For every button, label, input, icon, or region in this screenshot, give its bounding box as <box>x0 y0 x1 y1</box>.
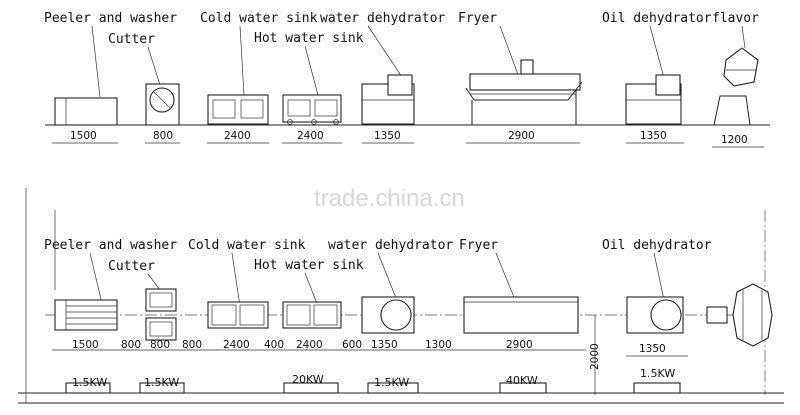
elevation-flavor-drum <box>713 47 759 126</box>
power-boxes <box>65 382 681 394</box>
elevation-hot-water-sink <box>282 94 342 125</box>
label-oil-dehydrator: Oil dehydrator <box>602 11 712 26</box>
dim-plan-gap3: 400 <box>264 339 284 351</box>
dim-plan-cold-sink: 2400 <box>223 339 250 351</box>
dim-elev-oil-dehydrator: 1350 <box>640 130 667 142</box>
label-cutter: Cutter <box>108 32 155 47</box>
plan-oil-dehydrator <box>626 296 684 334</box>
dim-plan-gap1: 800 <box>121 339 141 351</box>
dim-elev-hot-sink: 2400 <box>297 130 324 142</box>
plan-label-hot-water-sink: Hot water sink <box>254 258 364 273</box>
plan-label-fryer: Fryer <box>459 238 498 253</box>
elevation-oil-dehydrator <box>625 74 682 125</box>
power-oil-dehydrator: 1.5KW <box>640 367 675 380</box>
dim-plan-peeler: 1500 <box>72 339 99 351</box>
dim-elev-cold-sink: 2400 <box>224 130 251 142</box>
plan-peeler-washer <box>54 299 118 331</box>
elevation-cutter <box>145 83 180 126</box>
plan-label-cutter: Cutter <box>108 259 155 274</box>
dim-elev-cutter: 800 <box>153 130 173 142</box>
dim-plan-water-dehydrator: 1350 <box>371 339 398 351</box>
plan-dimensions <box>52 315 688 395</box>
label-cold-water-sink: Cold water sink <box>200 11 318 26</box>
dim-plan-gap4: 600 <box>342 339 362 351</box>
plan-view: Peeler and washer Cutter Cold water sink… <box>18 188 784 404</box>
watermark: trade.china.cn <box>314 185 465 212</box>
dim-plan-hot-sink: 2400 <box>296 339 323 351</box>
label-peeler-washer: Peeler and washer <box>44 11 177 26</box>
power-water-dehydrator: 1.5KW <box>374 376 409 389</box>
plan-label-oil-dehydrator: Oil dehydrator <box>602 238 712 253</box>
plan-label-water-dehydrator: water dehydrator <box>328 238 453 253</box>
elevation-water-dehydrator <box>361 74 415 125</box>
power-fryer: 40KW <box>506 374 538 387</box>
elevation-leaders <box>91 25 746 98</box>
dim-elev-fryer: 2900 <box>508 130 535 142</box>
dim-plan-oil-dehydrator: 1350 <box>639 343 666 355</box>
elevation-dimensions <box>52 142 764 148</box>
elevation-fryer <box>465 59 583 125</box>
plan-cutter <box>145 288 177 341</box>
dim-plan-width: 2000 <box>589 343 601 370</box>
dim-plan-fryer: 2900 <box>506 339 533 351</box>
power-cutter: 1.5KW <box>144 376 179 389</box>
plan-cold-water-sink <box>207 301 269 329</box>
dim-elev-peeler: 1500 <box>70 130 97 142</box>
plan-water-dehydrator <box>361 296 415 334</box>
plan-fryer <box>463 296 579 334</box>
label-flavor: flavor <box>712 11 759 26</box>
label-hot-water-sink: Hot water sink <box>254 31 364 46</box>
dim-plan-gap5: 1300 <box>425 339 452 351</box>
dim-plan-gap2: 800 <box>182 339 202 351</box>
plan-flavor-drum <box>706 283 773 347</box>
dim-elev-flavor: 1200 <box>721 134 748 146</box>
power-sinks: 20KW <box>292 373 324 386</box>
plan-label-peeler-washer: Peeler and washer <box>44 238 177 253</box>
label-fryer: Fryer <box>458 11 497 26</box>
power-peeler: 1.5KW <box>72 376 107 389</box>
dim-elev-water-dehydrator: 1350 <box>374 130 401 142</box>
dim-plan-cutter: 800 <box>150 339 170 351</box>
elevation-peeler-washer <box>54 97 118 126</box>
elevation-cold-water-sink <box>207 94 269 125</box>
label-water-dehydrator: water dehydrator <box>320 11 445 26</box>
plan-label-cold-water-sink: Cold water sink <box>188 238 306 253</box>
plan-hot-water-sink <box>282 301 342 329</box>
elevation-view: Peeler and washer Cutter Cold water sink… <box>44 11 770 148</box>
